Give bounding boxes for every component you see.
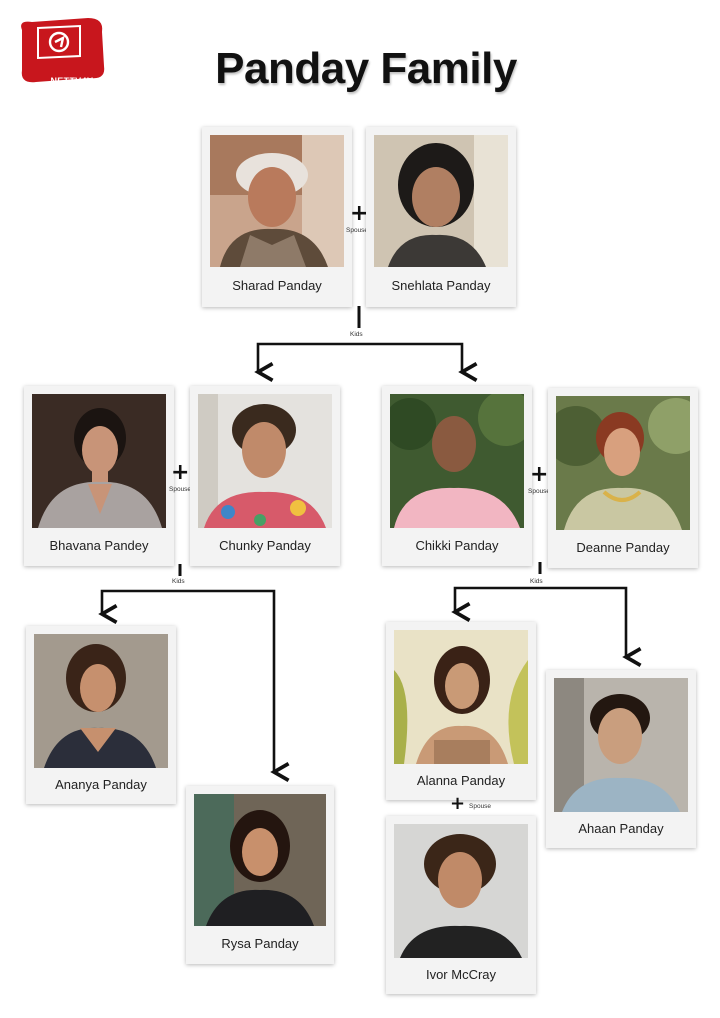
card-ahaan-panday[interactable]: Ahaan Panday xyxy=(546,670,696,848)
portrait-woman-icon xyxy=(32,394,166,528)
name-ahaan-panday: Ahaan Panday xyxy=(578,821,664,836)
card-sharad-panday[interactable]: Sharad Panday xyxy=(202,127,352,307)
portrait-man-icon xyxy=(198,394,332,528)
logo-text: NETTV4U xyxy=(50,76,94,86)
card-ananya-panday[interactable]: Ananya Panday xyxy=(26,626,176,804)
brand-logo: NETTV4U xyxy=(14,16,108,86)
card-chikki-panday[interactable]: Chikki Panday xyxy=(382,386,532,566)
photo-sharad-panday xyxy=(210,135,344,267)
kids-branch-chunky xyxy=(98,589,290,782)
photo-rysa-panday xyxy=(194,794,326,926)
portrait-man-icon xyxy=(210,135,344,267)
spouse-label: Spouse xyxy=(169,486,192,493)
page-title: Panday Family xyxy=(215,44,517,93)
portrait-man-icon xyxy=(554,678,688,812)
name-ananya-panday: Ananya Panday xyxy=(55,777,147,792)
name-rysa-panday: Rysa Panday xyxy=(221,936,299,951)
spouse-plus-icon: + xyxy=(450,793,466,814)
portrait-woman-icon xyxy=(556,396,690,530)
kids-label: Kids xyxy=(530,578,543,585)
card-chunky-panday[interactable]: Chunky Panday xyxy=(190,386,340,566)
spouse-plus-icon: + xyxy=(350,201,369,226)
photo-alanna-panday xyxy=(394,630,528,764)
kids-label: Kids xyxy=(350,331,363,338)
card-alanna-panday[interactable]: Alanna Panday xyxy=(386,622,536,800)
kids-branch-gen1 xyxy=(254,342,478,382)
name-deanne-panday: Deanne Panday xyxy=(576,540,670,555)
spouse-plus-icon: + xyxy=(530,462,549,487)
name-alanna-panday: Alanna Panday xyxy=(416,773,506,788)
portrait-man-icon xyxy=(394,824,528,958)
name-chikki-panday: Chikki Panday xyxy=(415,538,499,553)
photo-deanne-panday xyxy=(556,396,690,530)
portrait-man-icon xyxy=(390,394,524,528)
name-snehlata-panday: Snehlata Panday xyxy=(391,278,491,293)
spouse-label: Spouse xyxy=(528,488,551,495)
portrait-woman-icon xyxy=(374,135,508,267)
card-rysa-panday[interactable]: Rysa Panday xyxy=(186,786,334,964)
photo-chunky-panday xyxy=(198,394,332,528)
spouse-label: Spouse xyxy=(469,803,492,810)
portrait-woman-icon xyxy=(394,630,528,764)
name-ivor-mccray: Ivor McCray xyxy=(425,967,497,982)
photo-ahaan-panday xyxy=(554,678,688,812)
photo-bhavana-pandey xyxy=(32,394,166,528)
photo-ananya-panday xyxy=(34,634,168,768)
photo-chikki-panday xyxy=(390,394,524,528)
name-chunky-panday: Chunky Panday xyxy=(219,538,311,553)
card-snehlata-panday[interactable]: Snehlata Panday xyxy=(366,127,516,307)
portrait-woman-icon xyxy=(34,634,168,768)
card-bhavana-pandey[interactable]: Bhavana Pandey xyxy=(24,386,174,566)
spouse-label: Spouse xyxy=(346,227,369,234)
card-deanne-panday[interactable]: Deanne Panday xyxy=(548,388,698,568)
kids-label: Kids xyxy=(172,578,185,585)
photo-snehlata-panday xyxy=(374,135,508,267)
spouse-plus-icon: + xyxy=(171,460,190,485)
logo-badge-icon xyxy=(21,18,105,83)
name-sharad-panday: Sharad Panday xyxy=(232,278,322,293)
name-bhavana-pandey: Bhavana Pandey xyxy=(49,538,149,553)
card-ivor-mccray[interactable]: Ivor McCray xyxy=(386,816,536,994)
kids-branch-chikki xyxy=(451,586,642,667)
photo-ivor-mccray xyxy=(394,824,528,958)
portrait-woman-icon xyxy=(194,794,326,926)
